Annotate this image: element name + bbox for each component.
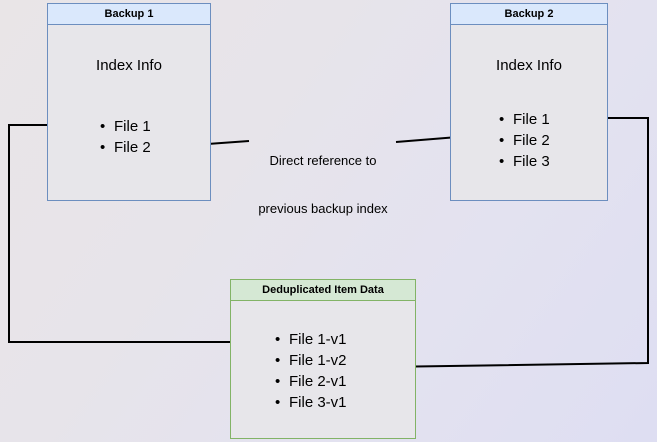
edge-label-line-1: Direct reference to	[269, 153, 377, 168]
node-backup1[interactable]: Backup 1 Index Info File 1 File 2	[47, 3, 211, 201]
node-deduplicated-item-data[interactable]: Deduplicated Item Data File 1-v1 File 1-…	[230, 279, 416, 439]
list-item: File 3	[499, 151, 550, 172]
node-backup1-header: Backup 1	[48, 4, 210, 25]
list-item: File 1	[499, 109, 550, 130]
list-item: File 1	[100, 116, 151, 137]
list-item: File 2-v1	[275, 371, 347, 392]
list-item: File 2	[499, 130, 550, 151]
node-backup2-body: Index Info File 1 File 2 File 3	[451, 25, 607, 200]
node-dedup-body: File 1-v1 File 1-v2 File 2-v1 File 3-v1	[231, 301, 415, 438]
list-item: File 1-v2	[275, 350, 347, 371]
node-backup1-item-list: File 1 File 2	[100, 116, 151, 158]
list-item: File 1-v1	[275, 329, 347, 350]
node-backup1-section-title: Index Info	[96, 57, 162, 74]
edge-label-direct-reference: Direct reference to previous backup inde…	[246, 121, 400, 249]
list-item: File 2	[100, 137, 151, 158]
node-backup2-header: Backup 2	[451, 4, 607, 25]
node-dedup-header: Deduplicated Item Data	[231, 280, 415, 301]
list-item: File 3-v1	[275, 392, 347, 413]
node-backup2-item-list: File 1 File 2 File 3	[499, 109, 550, 172]
node-backup1-body: Index Info File 1 File 2	[48, 25, 210, 200]
node-backup2[interactable]: Backup 2 Index Info File 1 File 2 File 3	[450, 3, 608, 201]
node-backup2-section-title: Index Info	[496, 57, 562, 74]
edge-label-line-2: previous backup index	[258, 201, 388, 216]
node-dedup-item-list: File 1-v1 File 1-v2 File 2-v1 File 3-v1	[275, 329, 347, 413]
